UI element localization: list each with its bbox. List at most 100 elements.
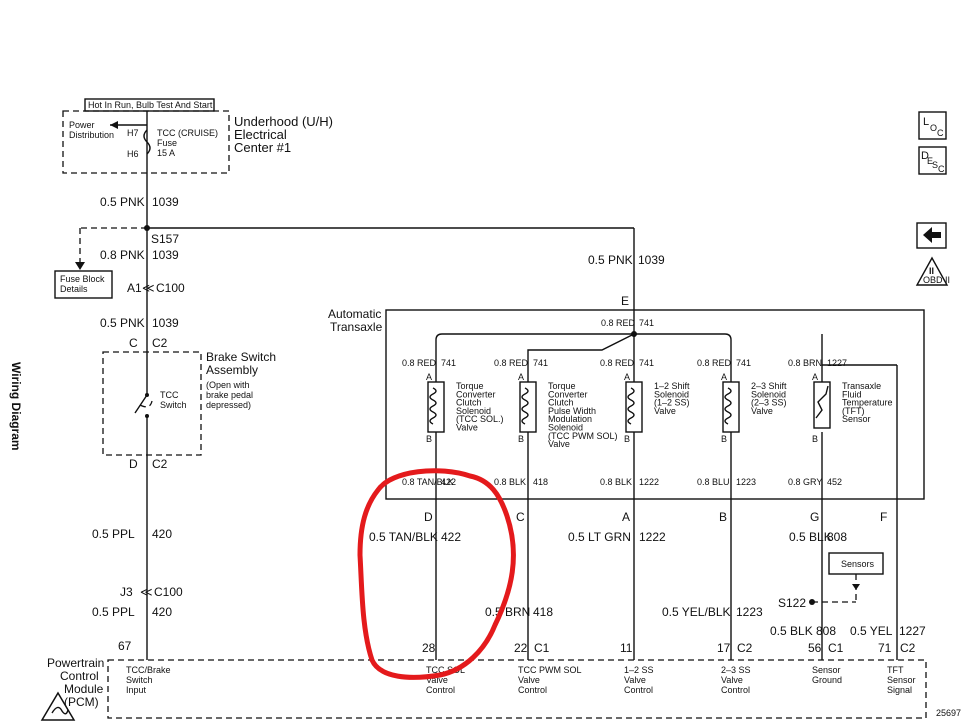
pcm-name-2: Control (60, 669, 99, 683)
comp-2-pcm-pin: 22 (514, 641, 528, 655)
comp-1-top-circuit: 741 (441, 358, 456, 368)
comp-3-pin-a: A (624, 372, 630, 382)
wire-label-5: 0.5 PPL (92, 605, 135, 619)
comp-3-bottom-circuit: 1222 (639, 477, 659, 487)
obd-ii-icon (915, 256, 949, 286)
conn-c100-bottom: C100 (154, 585, 183, 599)
comp-2-ext-circuit: 418 (533, 605, 553, 619)
comp-2-coil-icon (521, 387, 529, 425)
tft-pcm-conn: C2 (900, 641, 916, 655)
comp-4-pin-a: A (721, 372, 727, 382)
transaxle-box (385, 309, 925, 500)
comp-2-pin-a: A (518, 372, 524, 382)
pin-h7: H7 (127, 128, 139, 138)
comp-3-pcm-label-1: 1–2 SS (624, 665, 654, 675)
comp-4-bottom-circuit: 1223 (736, 477, 756, 487)
tcc-switch-label-1: TCC (160, 390, 179, 400)
svg-text:E: E (927, 156, 933, 166)
tft-pin-f: F (880, 510, 887, 524)
fuse-block-label-1: Fuse Block (60, 274, 105, 284)
pin-h6: H6 (127, 149, 139, 159)
right-feed-circuit: 1039 (638, 253, 665, 267)
hot-in-run-label: Hot In Run, Bulb Test And Start (88, 100, 213, 110)
uh-center-name-2: Electrical (234, 127, 287, 142)
tft-circuit: 1227 (899, 624, 926, 638)
loc-button[interactable]: L O C (918, 111, 947, 140)
conn-c100-top: C100 (156, 281, 185, 295)
comp-1-label-6: Valve (456, 423, 478, 433)
back-arrow-button[interactable] (916, 222, 947, 249)
comp-2-label-3: Clutch (548, 398, 574, 408)
comp-1-bottom-wire: 0.8 TAN/BLK (402, 477, 454, 487)
brake-note-3: depressed) (206, 400, 251, 410)
wire-label-1: 0.5 PNK (100, 195, 145, 209)
comp-2-top-circuit: 741 (533, 358, 548, 368)
comp-1-pin-a: A (426, 372, 432, 382)
comp-4-label-3: (2–3 SS) (751, 398, 787, 408)
comp-4-coil-icon (724, 387, 732, 425)
comp-5-pin: G (810, 510, 819, 524)
svg-text:C: C (937, 128, 944, 138)
comp-2-label-4: Pulse Width (548, 406, 596, 416)
comp-5-pcm-pin: 56 (808, 641, 822, 655)
brake-input-label-1: TCC/Brake (126, 665, 171, 675)
svg-text:D: D (921, 150, 929, 162)
fuse-label-3: 15 A (157, 148, 175, 158)
red-annotation-circle (357, 468, 516, 680)
comp-5-label-1: Transaxle (842, 381, 881, 391)
comp-1-pcm-pin: 28 (422, 641, 436, 655)
comp-4-label-2: Solenoid (751, 389, 786, 399)
brake-top-pin: C (129, 336, 138, 350)
svg-text:C: C (938, 164, 945, 174)
comp-5-pin-b: B (812, 434, 818, 444)
tft-signal-label-3: Signal (887, 685, 912, 695)
comp-1-label-3: Clutch (456, 398, 482, 408)
sensors-label: Sensors (841, 559, 875, 569)
comp-2-pcm-conn: C1 (534, 641, 550, 655)
comp-1-pin-b: B (426, 434, 432, 444)
svg-text:S: S (932, 160, 938, 170)
pcm-name-1: Powertrain (47, 656, 104, 670)
conn-a1-arrows-icon: ≪ (142, 281, 155, 295)
comp-2-bottom-circuit: 418 (533, 477, 548, 487)
comp-1-ext-wire: 0.5 TAN/BLK (369, 530, 438, 544)
comp-1-coil-icon (429, 387, 437, 425)
circuit-label-1: 1039 (152, 195, 179, 209)
comp-5-pin-a: A (812, 372, 818, 382)
comp-4-pcm-label-3: Control (721, 685, 750, 695)
brake-bot-conn: C2 (152, 457, 168, 471)
power-arrow-icon (110, 121, 118, 129)
obd-ii-button[interactable]: II OBD II (915, 256, 950, 286)
comp-2-label-2: Converter (548, 389, 588, 399)
comp-3-pcm-label-3: Control (624, 685, 653, 695)
comp-3-label-4: Valve (654, 406, 676, 416)
fuse-block-box (54, 270, 113, 299)
tft-wire: 0.5 YEL (850, 624, 893, 638)
comp-2-top-wire: 0.8 RED (494, 358, 529, 368)
comp-1-pcm-label-3: Control (426, 685, 455, 695)
fuse-label-2: Fuse (157, 138, 177, 148)
s122-wire: 0.5 BLK (770, 624, 813, 638)
esd-warning-icon (40, 691, 76, 721)
svg-text:L: L (923, 116, 929, 128)
comp-4-pin: B (719, 510, 727, 524)
desc-button[interactable]: D E S C (918, 146, 947, 175)
comp-5-pcm-conn: C1 (828, 641, 844, 655)
comp-1-label-4: Solenoid (456, 406, 491, 416)
comp-5-ext-wire: 0.5 BLK (789, 530, 832, 544)
comp-4-ext-circuit: 1223 (736, 605, 763, 619)
svg-text:OBD II: OBD II (923, 275, 950, 285)
tcc-switch-label-2: Switch (160, 400, 187, 410)
comp-2-pcm-label-1: TCC PWM SOL (518, 665, 582, 675)
brake-switch-box (102, 351, 202, 456)
comp-1-top-wire: 0.8 RED (402, 358, 437, 368)
pcm-box (107, 659, 927, 719)
comp-5-bottom-wire: 0.8 GRY (788, 477, 822, 487)
comp-2-pcm-label-2: Valve (518, 675, 540, 685)
power-dist-label-2: Distribution (69, 130, 114, 140)
comp-5-sensor-icon (813, 381, 831, 429)
comp-3-ext-wire: 0.5 LT GRN (568, 530, 631, 544)
comp-3-pcm-pin: 11 (620, 641, 633, 655)
